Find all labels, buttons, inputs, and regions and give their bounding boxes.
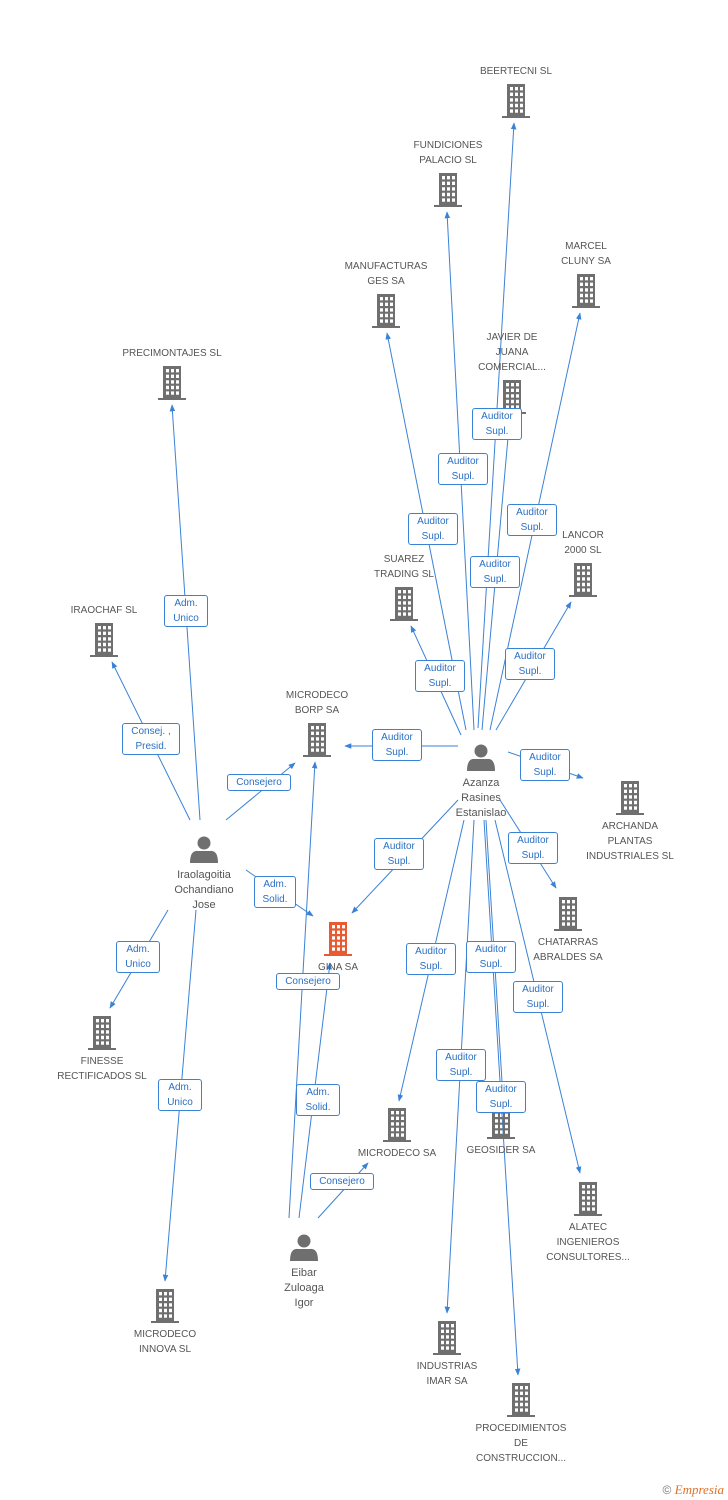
building-icon-industrias[interactable] <box>433 1321 461 1355</box>
edge-label-azanza-procedimientos[interactable]: Auditor Supl. <box>476 1081 526 1113</box>
building-icon-suarez[interactable] <box>390 587 418 621</box>
person-icon-iraolagoitia[interactable] <box>190 836 218 864</box>
node-label-lancor[interactable]: LANCOR 2000 SL <box>562 530 604 556</box>
brand-logo[interactable]: Empresia <box>674 1482 724 1497</box>
footer: © Empresia <box>662 1482 724 1498</box>
node-label-gina[interactable]: GINA SA <box>317 962 358 973</box>
edge-label-azanza-javier[interactable]: Auditor Supl. <box>470 556 520 588</box>
edge-label-eibar-microdeco_borp[interactable]: Adm. Solid. <box>296 1084 340 1116</box>
building-icon-gina[interactable] <box>324 922 352 956</box>
edge-label-azanza-microdeco_borp[interactable]: Auditor Supl. <box>372 729 422 761</box>
node-label-eibar[interactable]: Eibar Zuloaga Igor <box>284 1267 324 1309</box>
edge-label-azanza-geosider[interactable]: Auditor Supl. <box>466 941 516 973</box>
building-icon-fundiciones[interactable] <box>434 173 462 207</box>
building-icon-geosider[interactable] <box>487 1105 515 1139</box>
node-label-microdeco_borp[interactable]: MICRODECO BORP SA <box>285 690 349 716</box>
node-label-iraochaf[interactable]: IRAOCHAF SL <box>70 605 138 616</box>
edge-label-azanza-chatarras[interactable]: Auditor Supl. <box>508 832 558 864</box>
building-icon-manufacturas[interactable] <box>372 294 400 328</box>
edge-label-iraolagoitia-microdeco_borp[interactable]: Consejero <box>227 774 291 791</box>
person-icon-eibar[interactable] <box>290 1234 318 1262</box>
edge-label-iraolagoitia-iraochaf[interactable]: Consej. , Presid. <box>122 723 180 755</box>
node-label-suarez[interactable]: SUAREZ TRADING SL <box>373 554 434 580</box>
edge-eibar-microdeco_sa <box>317 1162 369 1219</box>
edge-label-azanza-gina[interactable]: Auditor Supl. <box>374 838 424 870</box>
building-icon-archanda[interactable] <box>616 781 644 815</box>
building-icon-microdeco_sa[interactable] <box>383 1108 411 1142</box>
building-icon-beertecni[interactable] <box>502 84 530 118</box>
edge-label-azanza-lancor[interactable]: Auditor Supl. <box>505 648 555 680</box>
edge-label-azanza-fundiciones[interactable]: Auditor Supl. <box>438 453 488 485</box>
node-label-manufacturas[interactable]: MANUFACTURAS GES SA <box>344 261 428 287</box>
building-icon-alatec[interactable] <box>574 1182 602 1216</box>
edge-label-azanza-archanda[interactable]: Auditor Supl. <box>520 749 570 781</box>
edge-label-azanza-suarez[interactable]: Auditor Supl. <box>415 660 465 692</box>
node-label-microdeco_innova[interactable]: MICRODECO INNOVA SL <box>133 1329 197 1355</box>
node-label-beertecni[interactable]: BEERTECNI SL <box>479 66 553 77</box>
node-label-precimontajes[interactable]: PRECIMONTAJES SL <box>122 348 222 359</box>
edge-iraolagoitia-microdeco_borp <box>225 762 296 821</box>
edge-label-azanza-industrias[interactable]: Auditor Supl. <box>436 1049 486 1081</box>
node-label-javier[interactable]: JAVIER DE JUANA COMERCIAL... <box>478 332 546 373</box>
node-label-procedimientos[interactable]: PROCEDIMIENTOS DE CONSTRUCCION... <box>475 1423 567 1464</box>
building-icon-javier[interactable] <box>498 380 526 414</box>
node-label-industrias[interactable]: INDUSTRIAS IMAR SA <box>416 1361 478 1387</box>
building-icon-chatarras[interactable] <box>554 897 582 931</box>
edge-eibar-microdeco_borp <box>288 761 318 1219</box>
edge-label-eibar-microdeco_sa[interactable]: Consejero <box>310 1173 374 1190</box>
node-label-marcel[interactable]: MARCEL CLUNY SA <box>561 241 611 267</box>
edge-label-iraolagoitia-precimontajes[interactable]: Adm. Unico <box>164 595 208 627</box>
node-label-iraolagoitia[interactable]: Iraolagoitia Ochandiano Jose <box>174 869 234 911</box>
edge-label-azanza-manufacturas[interactable]: Auditor Supl. <box>408 513 458 545</box>
edge-label-azanza-marcel[interactable]: Auditor Supl. <box>507 504 557 536</box>
node-label-azanza[interactable]: Azanza Rasines Estanislao <box>455 777 507 819</box>
building-icon-marcel[interactable] <box>572 274 600 308</box>
node-label-microdeco_sa[interactable]: MICRODECO SA <box>357 1148 437 1159</box>
building-icon-microdeco_borp[interactable] <box>303 723 331 757</box>
edge-label-iraolagoitia-finesse[interactable]: Adm. Unico <box>116 941 160 973</box>
building-icon-procedimientos[interactable] <box>507 1383 535 1417</box>
copyright-symbol: © <box>662 1483 672 1497</box>
building-icon-precimontajes[interactable] <box>158 366 186 400</box>
edge-label-azanza-beertecni[interactable]: Auditor Supl. <box>472 408 522 440</box>
edge-label-iraolagoitia-microdeco_innova[interactable]: Adm. Unico <box>158 1079 202 1111</box>
node-label-chatarras[interactable]: CHATARRAS ABRALDES SA <box>533 937 603 963</box>
building-icon-lancor[interactable] <box>569 563 597 597</box>
building-icon-finesse[interactable] <box>88 1016 116 1050</box>
node-label-geosider[interactable]: GEOSIDER SA <box>466 1145 536 1156</box>
edge-label-eibar-gina[interactable]: Consejero <box>276 973 340 990</box>
building-icon-iraochaf[interactable] <box>90 623 118 657</box>
edge-label-azanza-microdeco_sa[interactable]: Auditor Supl. <box>406 943 456 975</box>
nodes-layer <box>88 84 644 1417</box>
node-label-archanda[interactable]: ARCHANDA PLANTAS INDUSTRIALES SL <box>586 821 674 862</box>
node-label-fundiciones[interactable]: FUNDICIONES PALACIO SL <box>413 140 483 166</box>
edge-label-azanza-alatec[interactable]: Auditor Supl. <box>513 981 563 1013</box>
node-label-finesse[interactable]: FINESSE RECTIFICADOS SL <box>57 1056 147 1082</box>
person-icon-azanza[interactable] <box>467 744 495 772</box>
edge-label-iraolagoitia-gina[interactable]: Adm. Solid. <box>254 876 296 908</box>
node-label-alatec[interactable]: ALATEC INGENIEROS CONSULTORES... <box>546 1222 630 1263</box>
building-icon-microdeco_innova[interactable] <box>151 1289 179 1323</box>
